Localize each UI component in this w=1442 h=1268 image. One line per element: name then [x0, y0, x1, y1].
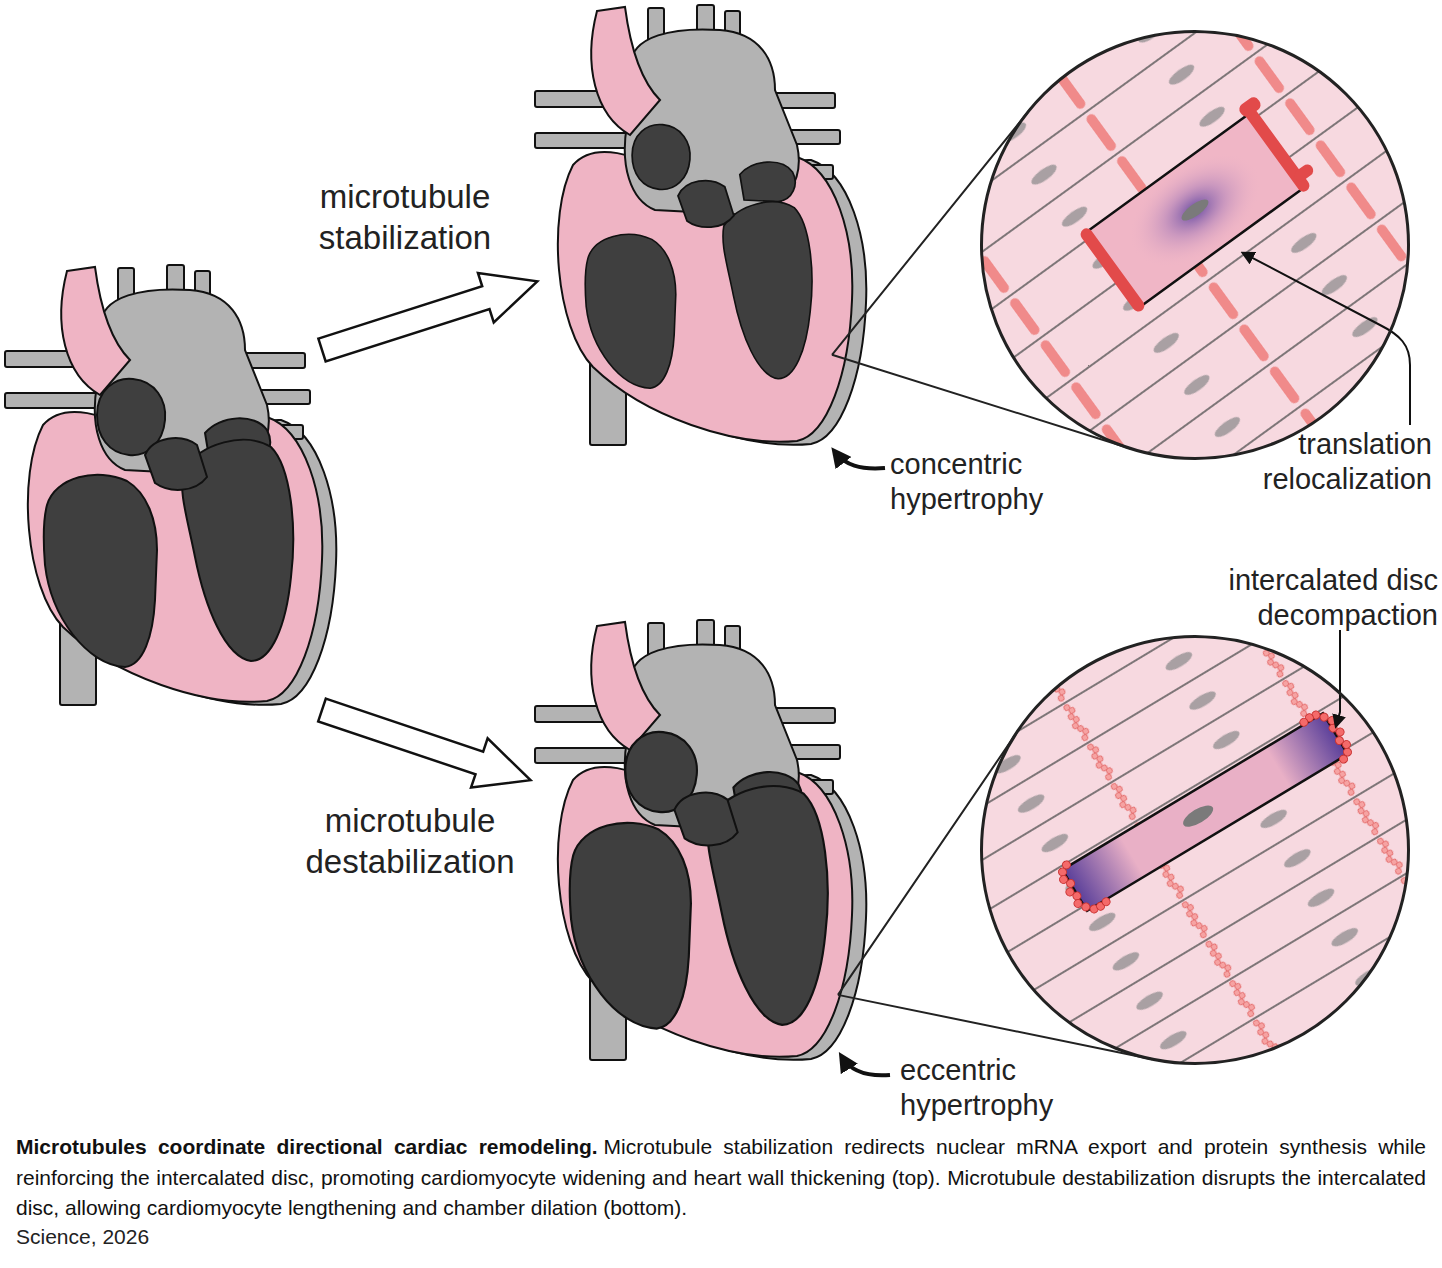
heart-wall: [5, 265, 336, 705]
concentric-heart-panel: concentric hypertrophy: [535, 5, 875, 445]
circle-outline: [980, 635, 1410, 1065]
baseline-heart: [5, 265, 336, 705]
widened-cardiomyocyte: [1074, 93, 1322, 314]
leader-arrow: [1336, 630, 1340, 726]
process-arrow: [314, 257, 545, 375]
circle-outline: [982, 32, 1409, 459]
circle-outline: [980, 30, 1410, 460]
nucleus: [1179, 196, 1212, 225]
intercalated-disc: [1052, 852, 1113, 922]
intercalated-disc: [1298, 703, 1359, 773]
caption-title: Microtubules coordinate directional card…: [16, 1135, 598, 1158]
zoom-line: [838, 730, 1152, 1059]
node-label: intercalated disc decompaction: [1213, 563, 1438, 633]
heart-wall: [535, 5, 866, 445]
eccentric-heart: [535, 620, 866, 1060]
pointer-arrow: [835, 452, 885, 468]
magnified-tissue-circle: intercalated disc decompaction: [980, 635, 1410, 1065]
node-label: eccentric hypertrophy: [900, 1053, 1075, 1123]
process-arrow: [314, 685, 539, 804]
muscle-fibers: [980, 635, 1410, 1065]
tissue-zoom: [980, 635, 1410, 1065]
node-label: translation relocalization: [1247, 427, 1432, 497]
figure-caption: Microtubules coordinate directional card…: [16, 1132, 1426, 1224]
arrow-label: microtubule destabilization: [285, 800, 535, 882]
tissue-zoom: [980, 30, 1410, 460]
heart-wall: [535, 620, 866, 1060]
magnified-tissue-circle: translation relocalization: [980, 30, 1410, 460]
leader-arrow: [1243, 253, 1410, 425]
zoom-line: [832, 111, 1131, 449]
node-label: concentric hypertrophy: [890, 447, 1065, 517]
circle-outline: [982, 637, 1409, 1064]
concentric-heart: [535, 5, 866, 445]
arrow-label: microtubule stabilization: [295, 176, 515, 258]
heart-chambers: [44, 379, 294, 667]
lengthened-cardiomyocyte: [1051, 703, 1359, 922]
intercalated-disc: [1078, 226, 1146, 314]
source-note: Science, 2026: [16, 1222, 416, 1253]
pointer-arrow: [842, 1057, 890, 1075]
muscle-fibers: [980, 30, 1410, 460]
nucleus: [1180, 801, 1216, 831]
heart-chambers: [570, 732, 828, 1029]
heart-chambers: [585, 125, 812, 389]
eccentric-heart-panel: eccentric hypertrophy: [535, 620, 875, 1060]
